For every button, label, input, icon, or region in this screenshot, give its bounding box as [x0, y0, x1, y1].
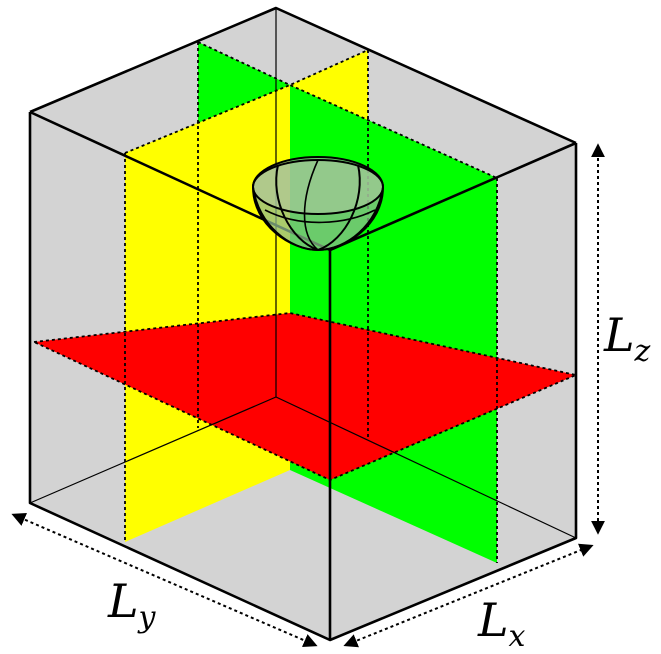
plane-xy-red: [34, 313, 576, 480]
ly-label: Ly: [108, 578, 156, 633]
lx-label-main: L: [478, 593, 509, 647]
ly-label-main: L: [108, 574, 139, 628]
lz-label-sub: z: [634, 334, 651, 369]
hemisphere-bowl: [251, 156, 385, 252]
lx-dimension-arrow: [343, 543, 594, 648]
ly-dimension-arrow: [11, 513, 318, 647]
lx-label: Lx: [478, 597, 525, 652]
lz-label: Lz: [604, 312, 650, 367]
plane-edges: [33, 41, 579, 563]
lx-label-sub: x: [508, 619, 526, 654]
ly-label-sub: y: [138, 600, 156, 635]
lz-label-main: L: [604, 308, 635, 362]
